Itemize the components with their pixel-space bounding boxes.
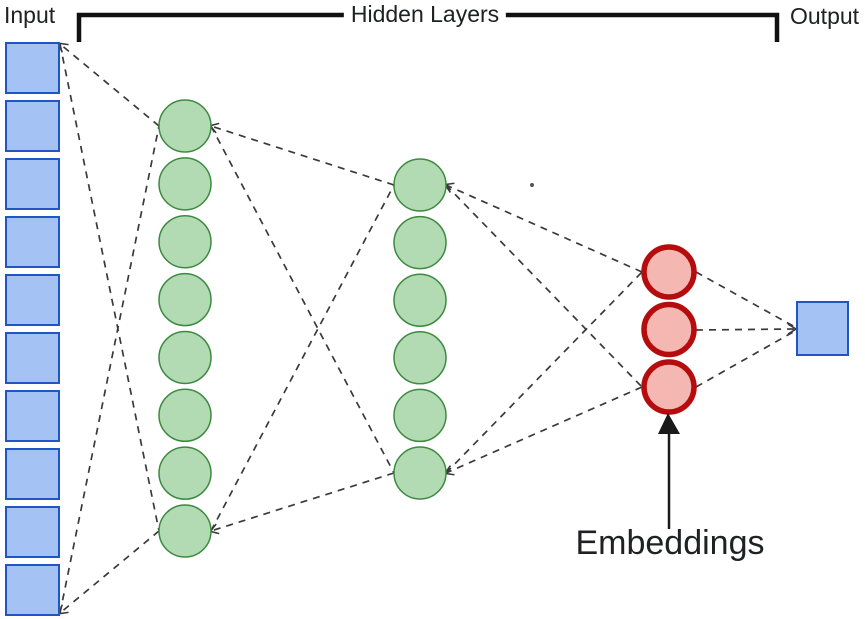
connector-line-14 bbox=[695, 323, 798, 335]
embedding-node-3 bbox=[641, 359, 697, 415]
hidden1-node-6 bbox=[158, 388, 212, 443]
hidden2-node-4 bbox=[393, 331, 447, 385]
input-square-10 bbox=[5, 564, 60, 616]
input-square-4 bbox=[5, 216, 60, 268]
hidden1-node-8 bbox=[158, 504, 212, 558]
input-square-9 bbox=[5, 506, 60, 558]
hidden1-node-3 bbox=[158, 214, 212, 269]
connector-line-1 bbox=[58, 42, 160, 127]
input-layer-label: Input bbox=[4, 2, 56, 28]
connector-line-7 bbox=[210, 184, 395, 532]
embeddings-label: Embeddings bbox=[575, 524, 765, 562]
input-square-7 bbox=[5, 390, 60, 442]
connector-line-3 bbox=[59, 125, 160, 614]
connector-line-8 bbox=[208, 472, 395, 535]
connector-line-4 bbox=[58, 530, 160, 615]
hidden1-node-7 bbox=[158, 446, 212, 500]
embeddings-arrowhead-icon bbox=[658, 413, 680, 434]
connector-line-12 bbox=[443, 386, 643, 476]
embedding-node-2 bbox=[641, 301, 697, 358]
input-square-8 bbox=[5, 448, 60, 500]
hidden1-node-4 bbox=[158, 272, 212, 327]
input-square-1 bbox=[5, 42, 60, 94]
connector-line-2 bbox=[59, 43, 160, 532]
stray-dot bbox=[530, 183, 534, 187]
hidden-layers-label: Hidden Layers bbox=[343, 1, 507, 28]
hidden1-node-5 bbox=[158, 330, 212, 385]
connector-lines bbox=[58, 42, 798, 615]
input-square-5 bbox=[5, 274, 60, 326]
connector-line-11 bbox=[445, 271, 643, 474]
input-square-6 bbox=[5, 332, 60, 384]
connector-line-9 bbox=[443, 182, 643, 273]
hidden2-node-3 bbox=[393, 273, 447, 327]
embedding-node-1 bbox=[641, 244, 697, 300]
hidden1-node-1 bbox=[158, 99, 212, 153]
input-square-3 bbox=[5, 158, 60, 210]
output-layer-label: Output bbox=[790, 3, 860, 29]
hidden1-node-2 bbox=[158, 157, 212, 211]
output-square bbox=[796, 301, 849, 356]
hidden2-node-2 bbox=[393, 215, 447, 270]
connector-line-5 bbox=[208, 122, 395, 186]
hidden2-node-6 bbox=[393, 446, 447, 500]
connector-line-13 bbox=[695, 271, 796, 328]
connector-line-15 bbox=[695, 330, 796, 388]
hidden2-node-1 bbox=[393, 158, 447, 212]
hidden2-node-5 bbox=[393, 388, 447, 443]
connector-line-6 bbox=[210, 125, 395, 474]
network-nodes bbox=[5, 42, 849, 616]
input-square-2 bbox=[5, 100, 60, 152]
connector-line-10 bbox=[445, 184, 643, 388]
